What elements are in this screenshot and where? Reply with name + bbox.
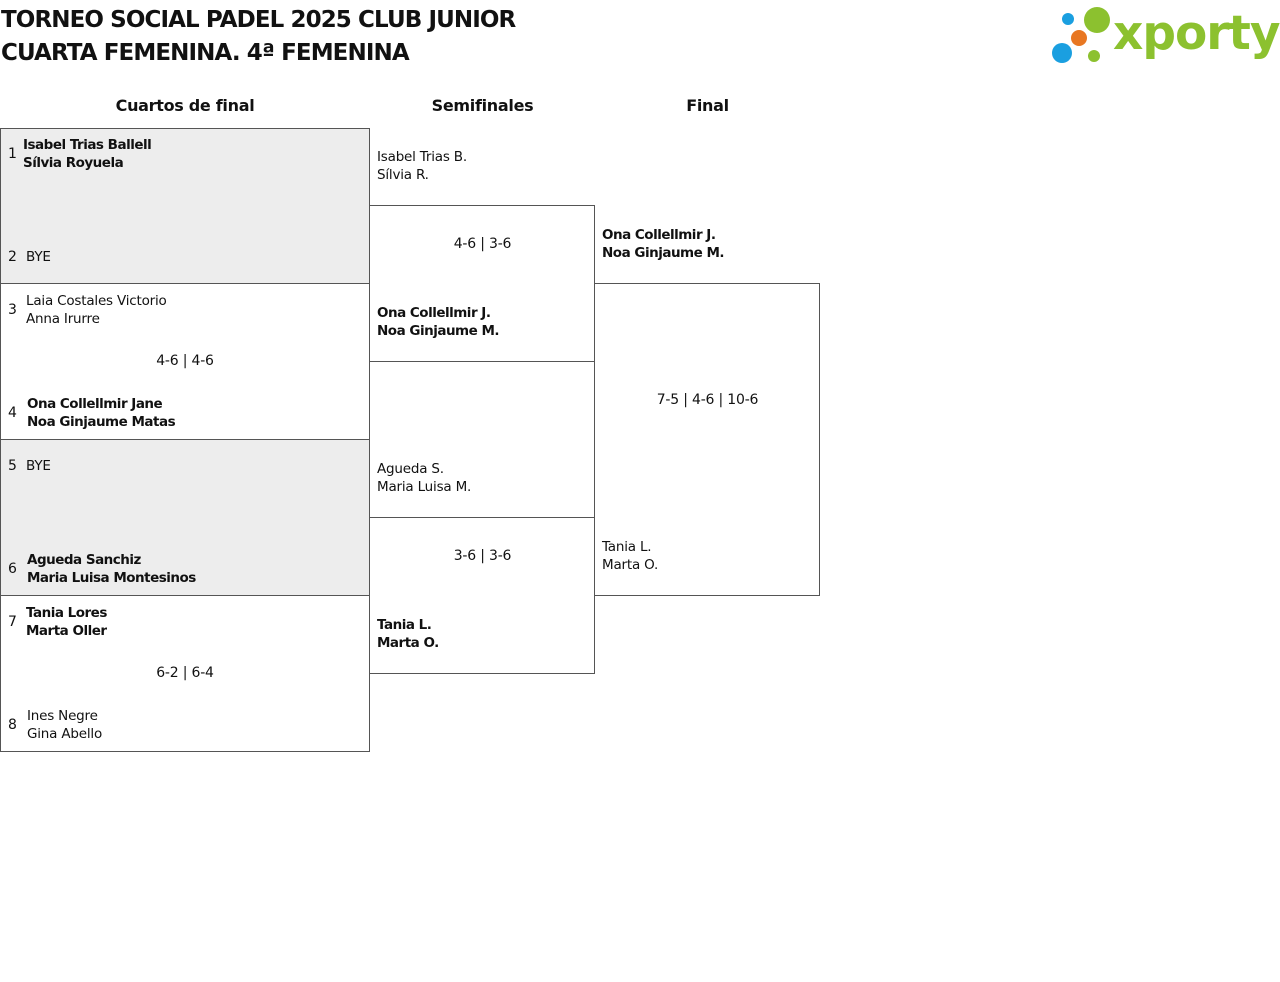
- quarterfinal-match-3: [0, 439, 370, 596]
- player-name: Marta O.: [602, 557, 659, 573]
- final-match: [594, 283, 820, 596]
- player-name: Ines Negre: [27, 708, 98, 724]
- player-name: Noa Ginjaume M.: [602, 245, 725, 261]
- team-entry: Isabel Trias Ballell Sílvia Royuela: [23, 136, 152, 172]
- team-entry: Tania L. Marta O.: [602, 538, 658, 574]
- quarterfinal-match-2: [0, 283, 370, 440]
- player-name: BYE: [26, 458, 51, 474]
- team-entry: BYE: [26, 457, 51, 475]
- team-entry: Ines Negre Gina Abello: [27, 707, 102, 743]
- player-name: Sílvia R.: [377, 167, 429, 183]
- player-name: Anna Irurre: [26, 311, 100, 327]
- logo-dot-blue: [1052, 43, 1072, 63]
- match-score: 7-5 | 4-6 | 10-6: [656, 392, 759, 408]
- player-name: Maria Luisa Montesinos: [27, 570, 196, 586]
- player-name: Sílvia Royuela: [23, 155, 124, 171]
- quarterfinal-match-4: [0, 595, 370, 752]
- seed-number: 1: [8, 146, 17, 162]
- player-name: Ona Collellmir J.: [377, 305, 491, 321]
- team-entry: Tania Lores Marta Oller: [26, 604, 107, 640]
- round-heading-final: Final: [686, 96, 729, 115]
- semifinal-match-1: [369, 205, 595, 362]
- round-heading-quarterfinals: Cuartos de final: [115, 96, 255, 115]
- team-entry: Isabel Trias B. Sílvia R.: [377, 148, 467, 184]
- round-heading-semifinals: Semifinales: [431, 96, 534, 115]
- player-name: BYE: [26, 249, 51, 265]
- match-score: 3-6 | 3-6: [453, 548, 512, 564]
- quarterfinal-match-1: [0, 128, 370, 284]
- match-score: 4-6 | 3-6: [453, 236, 512, 252]
- team-entry: BYE: [26, 248, 51, 266]
- team-entry: Agueda Sanchiz Maria Luisa Montesinos: [27, 551, 196, 587]
- player-name: Noa Ginjaume Matas: [27, 414, 176, 430]
- seed-number: 6: [8, 561, 17, 577]
- tournament-title: TORNEO SOCIAL PADEL 2025 CLUB JUNIOR CUA…: [1, 4, 516, 70]
- player-name: Noa Ginjaume M.: [377, 323, 500, 339]
- title-line-2: CUARTA FEMENINA. 4ª FEMENINA: [1, 40, 410, 66]
- seed-number: 4: [8, 405, 17, 421]
- player-name: Marta Oller: [26, 623, 107, 639]
- match-score: 6-2 | 6-4: [156, 665, 214, 681]
- player-name: Marta O.: [377, 635, 439, 651]
- logo-dot-blue-small: [1062, 13, 1074, 25]
- player-name: Agueda S.: [377, 461, 444, 477]
- xporty-logo: [1052, 7, 1110, 63]
- seed-number: 5: [8, 458, 17, 474]
- player-name: Tania Lores: [26, 605, 107, 621]
- title-line-1: TORNEO SOCIAL PADEL 2025 CLUB JUNIOR: [1, 7, 516, 33]
- player-name: Laia Costales Victorio: [26, 293, 167, 309]
- seed-number: 7: [8, 614, 17, 630]
- team-entry: Ona Collellmir Jane Noa Ginjaume Matas: [27, 395, 176, 431]
- seed-number: 8: [8, 717, 17, 733]
- player-name: Ona Collellmir Jane: [27, 396, 163, 412]
- team-entry: Agueda S. Maria Luisa M.: [377, 460, 471, 496]
- logo-wordmark: xporty: [1113, 6, 1280, 61]
- player-name: Maria Luisa M.: [377, 479, 472, 495]
- player-name: Tania L.: [602, 539, 652, 555]
- logo-dot-green-large: [1084, 7, 1110, 33]
- player-name: Ona Collellmir J.: [602, 227, 716, 243]
- player-name: Agueda Sanchiz: [27, 552, 141, 568]
- semifinal-match-2: [369, 517, 595, 674]
- team-entry: Ona Collellmir J. Noa Ginjaume M.: [602, 226, 725, 262]
- player-name: Tania L.: [377, 617, 432, 633]
- logo-dot-orange: [1071, 30, 1087, 46]
- match-score: 4-6 | 4-6: [156, 353, 214, 369]
- team-entry: Ona Collellmir J. Noa Ginjaume M.: [377, 304, 500, 340]
- team-entry: Laia Costales Victorio Anna Irurre: [26, 292, 167, 328]
- logo-dot-green-small: [1088, 50, 1100, 62]
- team-entry: Tania L. Marta O.: [377, 616, 439, 652]
- player-name: Isabel Trias Ballell: [23, 137, 152, 153]
- player-name: Isabel Trias B.: [377, 149, 467, 165]
- player-name: Gina Abello: [27, 726, 103, 742]
- seed-number: 3: [8, 302, 17, 318]
- seed-number: 2: [8, 249, 17, 265]
